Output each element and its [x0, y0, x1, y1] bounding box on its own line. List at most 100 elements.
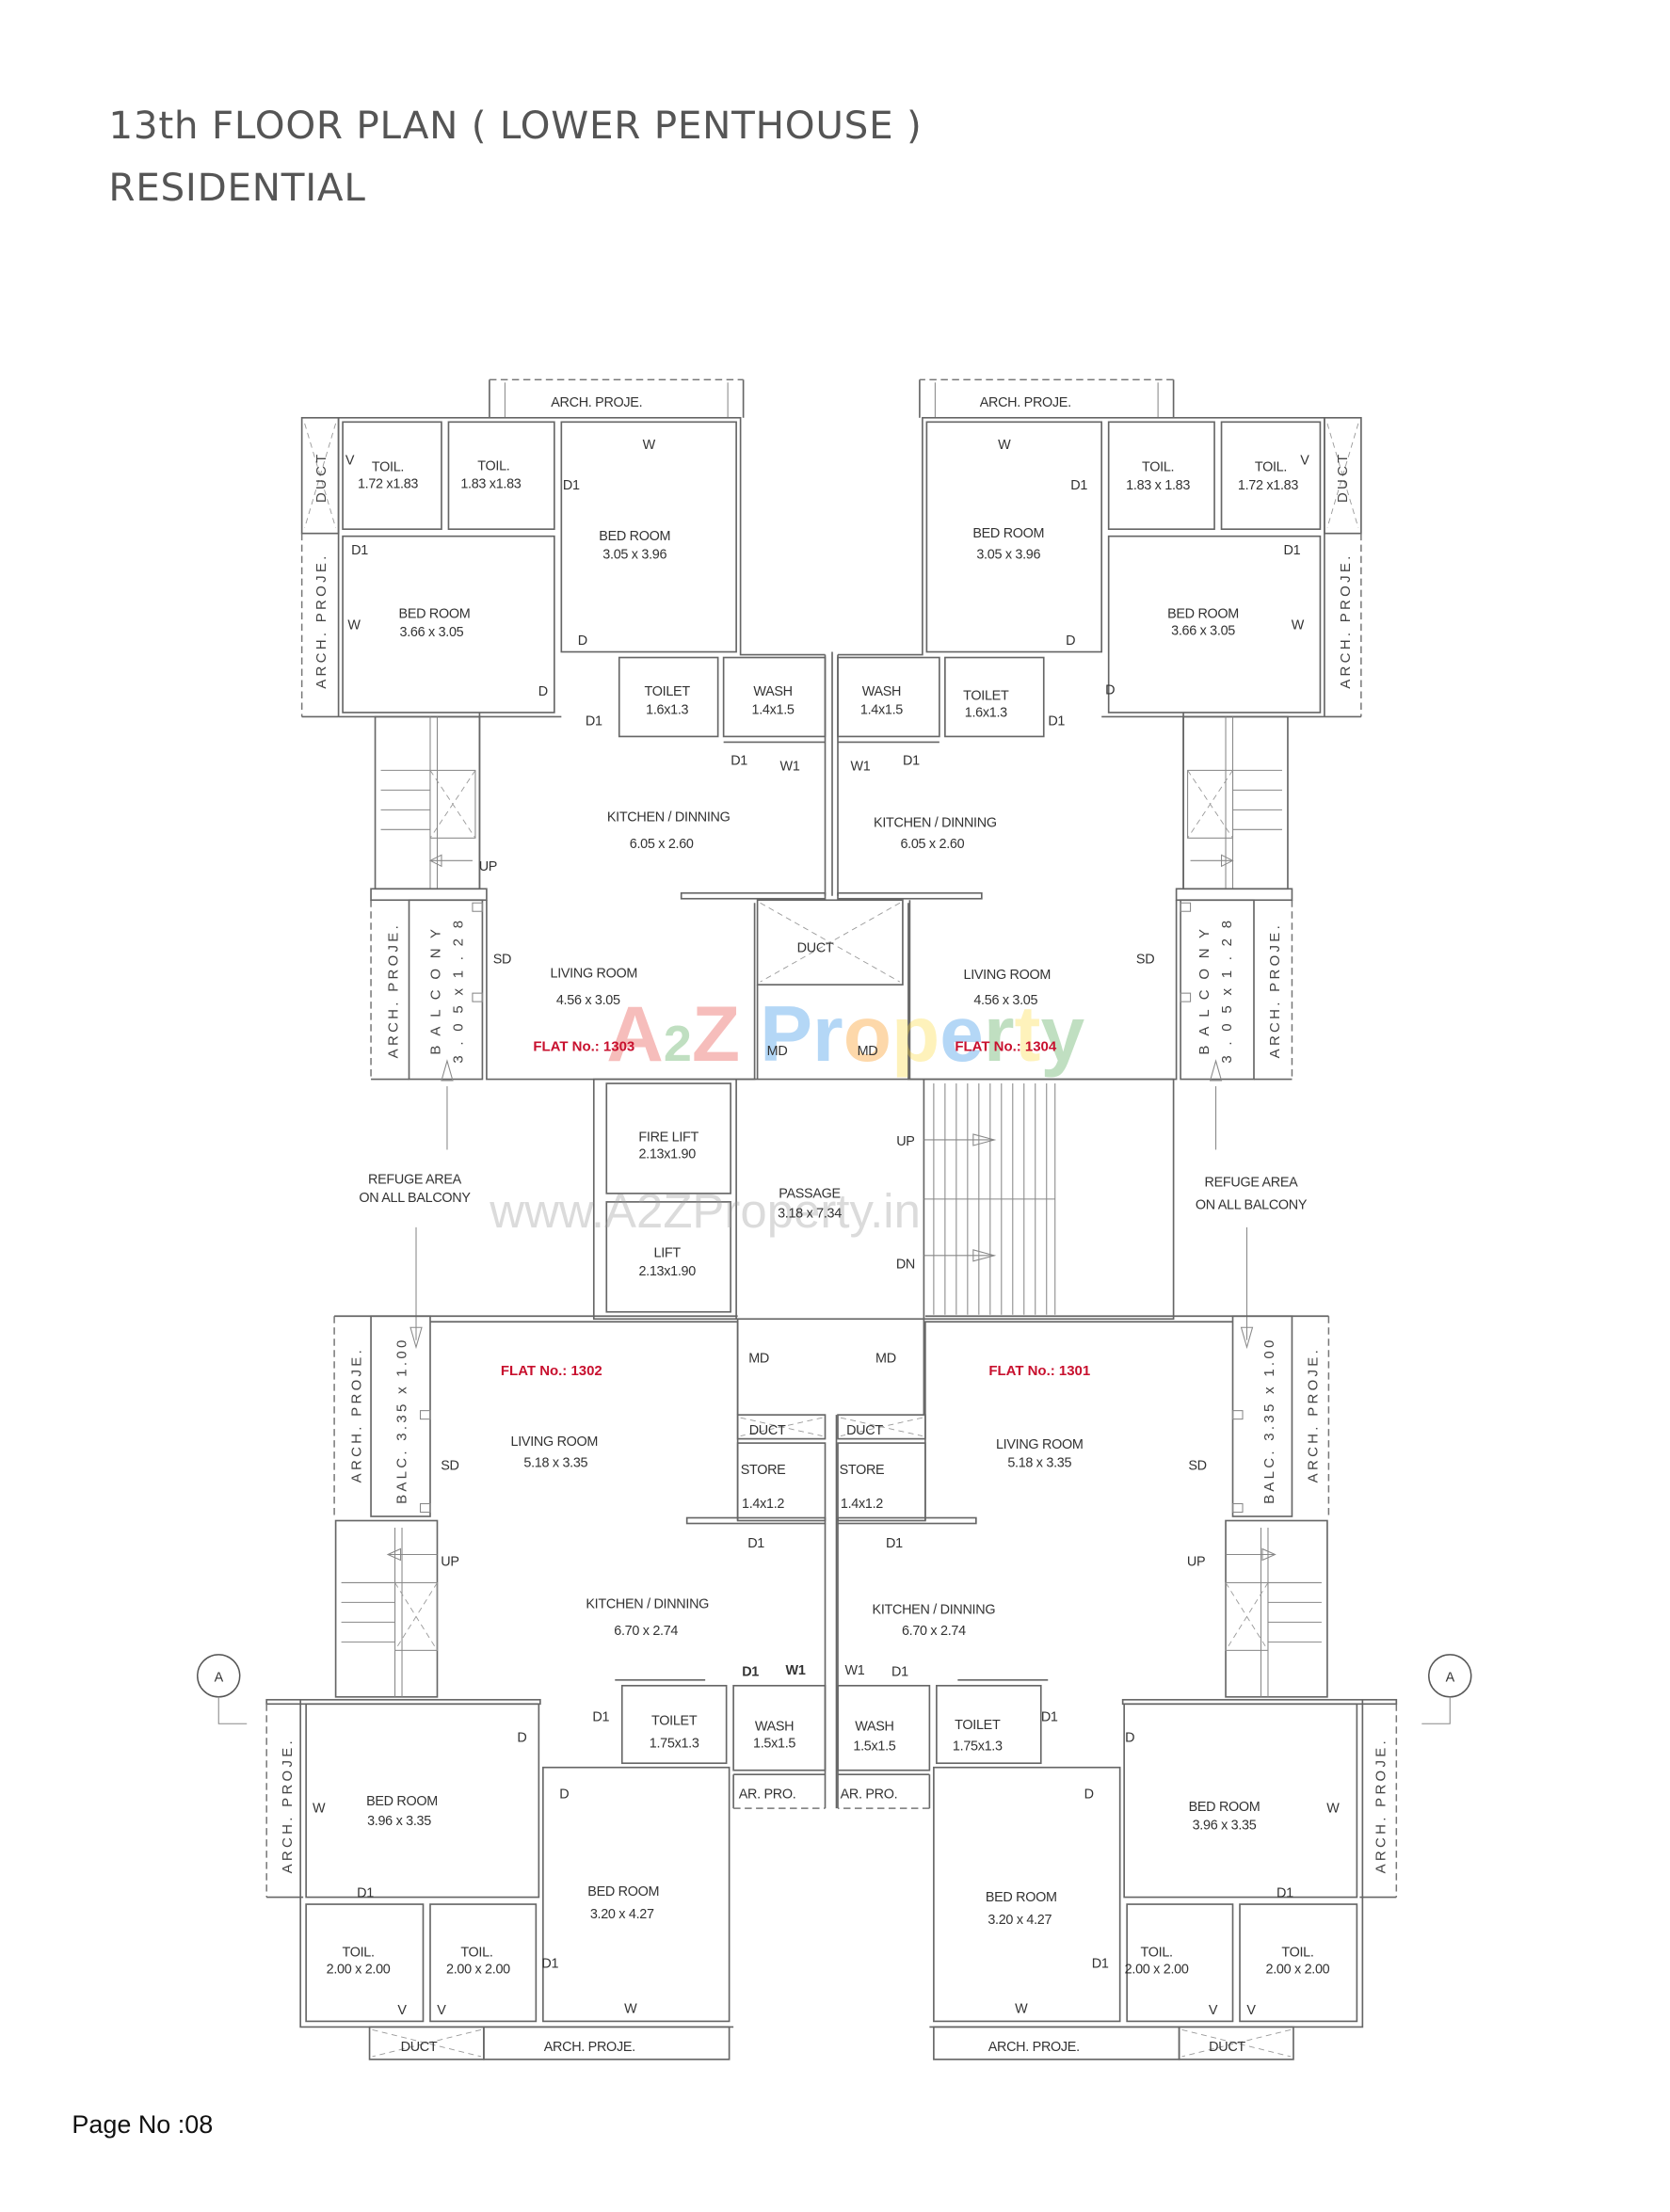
plan-label: D1	[731, 753, 747, 768]
plan-label: ARCH. PROJE.	[280, 1738, 296, 1873]
plan-label: D1	[1070, 478, 1087, 493]
plan-label: DUCT	[1209, 2040, 1245, 2055]
grid-marker-right: A	[1421, 1654, 1472, 1724]
page-number: Page No :08	[72, 2110, 213, 2139]
plan-label: D	[538, 684, 548, 699]
plan-label: D1	[1277, 1886, 1293, 1901]
main-staircase	[923, 1083, 1056, 1315]
plan-label: 2.00 x 2.00	[1266, 1962, 1330, 1977]
plan-label: WASH	[753, 684, 792, 699]
plan-label: KITCHEN / DINNING	[586, 1596, 709, 1611]
plan-line	[972, 1133, 997, 1146]
plan-label: 3.66 x 3.05	[1171, 624, 1235, 639]
plan-label: D	[517, 1731, 526, 1746]
plan-label: TOIL.	[1141, 1945, 1173, 1960]
plan-line	[605, 1082, 731, 1194]
plan-label: W	[313, 1802, 326, 1817]
flat-number-1302: FLAT No.: 1302	[501, 1363, 602, 1379]
plan-label: D	[1084, 1787, 1094, 1803]
plan-label: BED ROOM	[599, 529, 670, 544]
logo-letter: y	[1040, 989, 1084, 1078]
plan-label: TOILET	[651, 1714, 698, 1729]
plan-label: BALC. 3.35 x 1.00	[394, 1337, 410, 1504]
plan-line	[760, 902, 901, 983]
plan-label: STORE	[741, 1463, 786, 1478]
plan-label: 1.6x1.3	[965, 705, 1007, 720]
plan-label: 1.75x1.3	[650, 1737, 699, 1752]
plan-label: 3.20 x 4.27	[988, 1913, 1052, 1928]
plan-label: TOIL.	[342, 1945, 374, 1960]
plan-label: REFUGE AREA	[368, 1172, 462, 1187]
plan-label: D1	[891, 1664, 908, 1679]
plan-label: 2.13x1.90	[638, 1146, 696, 1162]
plan-label: TOIL.	[1281, 1945, 1313, 1960]
plan-label: ON ALL BALCONY	[359, 1191, 471, 1206]
plan-label: W	[347, 618, 361, 633]
plan-label: 2.13x1.90	[638, 1264, 696, 1279]
plan-label: DN	[896, 1257, 915, 1272]
plan-label: SD	[1136, 953, 1154, 968]
logo-letter: P	[760, 989, 812, 1078]
plan-label: D1	[563, 478, 580, 493]
plan-label: 1.4x1.2	[742, 1497, 784, 1512]
plan-label: D1	[747, 1536, 764, 1551]
plan-label: ARCH. PROJE.	[980, 395, 1071, 410]
plan-label: A	[215, 1670, 224, 1685]
plan-label: D1	[903, 753, 920, 768]
plan-label: MD	[875, 1352, 896, 1367]
plan-label: D1	[886, 1536, 903, 1551]
grid-marker-left: A	[197, 1654, 248, 1724]
plan-label: ARCH. PROJE.	[1267, 922, 1283, 1058]
plan-line	[592, 1078, 1175, 1321]
page-subtitle: RESIDENTIAL	[108, 165, 365, 210]
plan-label: 3 . 0 5 x 1 . 2 8	[1219, 918, 1235, 1064]
logo-letter: o	[843, 989, 891, 1078]
logo-letter: r	[812, 989, 843, 1078]
logo-letter: t	[1015, 989, 1041, 1078]
plan-label: W1	[850, 759, 870, 774]
plan-label: BALC. 3.35 x 1.00	[1261, 1337, 1277, 1504]
plan-label: W	[1292, 618, 1305, 633]
plan-label: B A L C O N Y	[1196, 926, 1212, 1055]
flat-1301-labels: ARCH. PROJE. BALC. 3.35 x 1.00 ARCH. PRO…	[840, 1337, 1389, 2055]
plan-label: W	[1015, 2001, 1028, 2016]
plan-label: SD	[493, 953, 511, 968]
plan-label: BED ROOM	[986, 1890, 1057, 1905]
plan-label: TOILET	[955, 1718, 1001, 1733]
plan-label: LIVING ROOM	[551, 967, 638, 982]
plan-label: V	[345, 453, 355, 468]
plan-label: B A L C O N Y	[427, 926, 443, 1055]
plan-label: MD	[858, 1044, 878, 1059]
plan-label: LIVING ROOM	[511, 1435, 599, 1450]
plan-line	[217, 1696, 248, 1724]
logo-letter: p	[891, 989, 939, 1078]
plan-label: DUCT	[846, 1423, 883, 1438]
plan-label: W	[998, 438, 1011, 453]
plan-label: BED ROOM	[587, 1884, 659, 1899]
logo-letter: e	[939, 989, 984, 1078]
plan-label: LIVING ROOM	[996, 1437, 1084, 1452]
plan-label: KITCHEN / DINNING	[874, 815, 997, 830]
plan-label: UP	[479, 859, 497, 874]
plan-label: D	[578, 633, 587, 649]
plan-label: KITCHEN / DINNING	[873, 1602, 996, 1617]
plan-label: TOIL.	[1255, 460, 1287, 475]
plan-label: ARCH. PROJE.	[1373, 1738, 1389, 1873]
plan-label: 3.66 x 3.05	[400, 625, 464, 640]
plan-label: 3.96 x 3.35	[1193, 1819, 1257, 1834]
plan-label: DUCT	[313, 451, 329, 503]
logo-letter: Z	[692, 989, 740, 1078]
flat-1302-labels: ARCH. PROJE. BALC. 3.35 x 1.00 ARCH. PRO…	[280, 1337, 806, 2055]
plan-label: 1.72 x1.83	[358, 477, 418, 492]
plan-label: D	[1066, 633, 1075, 649]
walls-core	[592, 651, 1175, 1809]
plan-label: 1.75x1.3	[953, 1739, 1003, 1755]
plan-label: 6.70 x 2.74	[902, 1624, 966, 1639]
plan-label: 3.20 x 4.27	[590, 1907, 654, 1922]
plan-label: 2.00 x 2.00	[1125, 1962, 1189, 1977]
plan-label: SD	[1188, 1459, 1206, 1474]
plan-label: TOILET	[963, 688, 1009, 703]
